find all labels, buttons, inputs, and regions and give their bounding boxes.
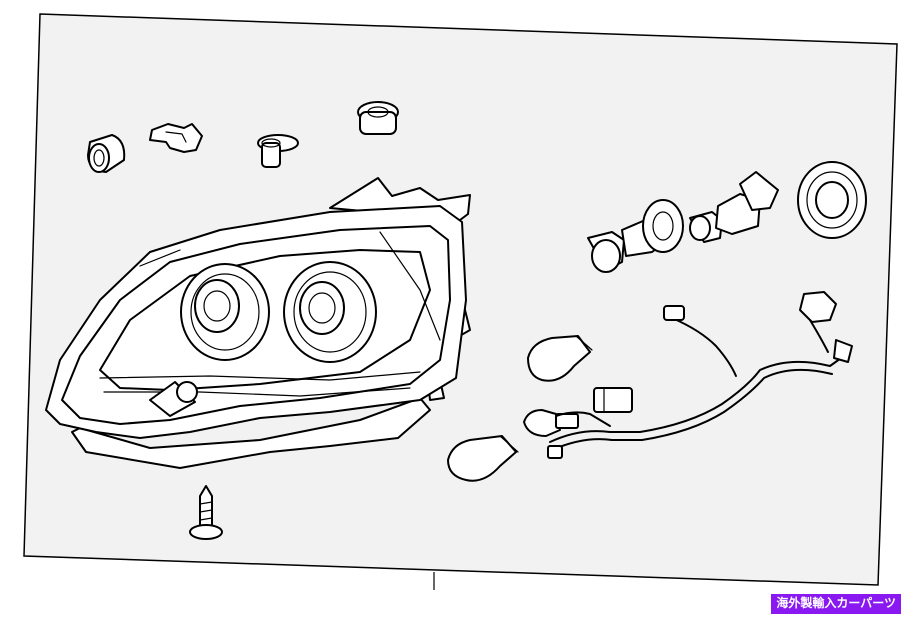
bulb-socket-large xyxy=(587,199,684,273)
grommet-left xyxy=(87,134,126,173)
watermark-badge: 海外製輸入カーパーツ xyxy=(771,594,901,614)
bulb-middle xyxy=(523,409,579,437)
bushing-center xyxy=(257,134,299,168)
bushing-top xyxy=(357,101,399,135)
bulb-lower xyxy=(447,435,519,482)
socket-cover xyxy=(797,161,867,239)
headlamp-assembly xyxy=(45,177,471,469)
bolt xyxy=(189,485,223,540)
retainer-clip xyxy=(149,123,203,153)
bulb-upper xyxy=(527,335,593,382)
bulb-socket-medium xyxy=(689,171,779,243)
wiring-harness xyxy=(547,291,853,459)
